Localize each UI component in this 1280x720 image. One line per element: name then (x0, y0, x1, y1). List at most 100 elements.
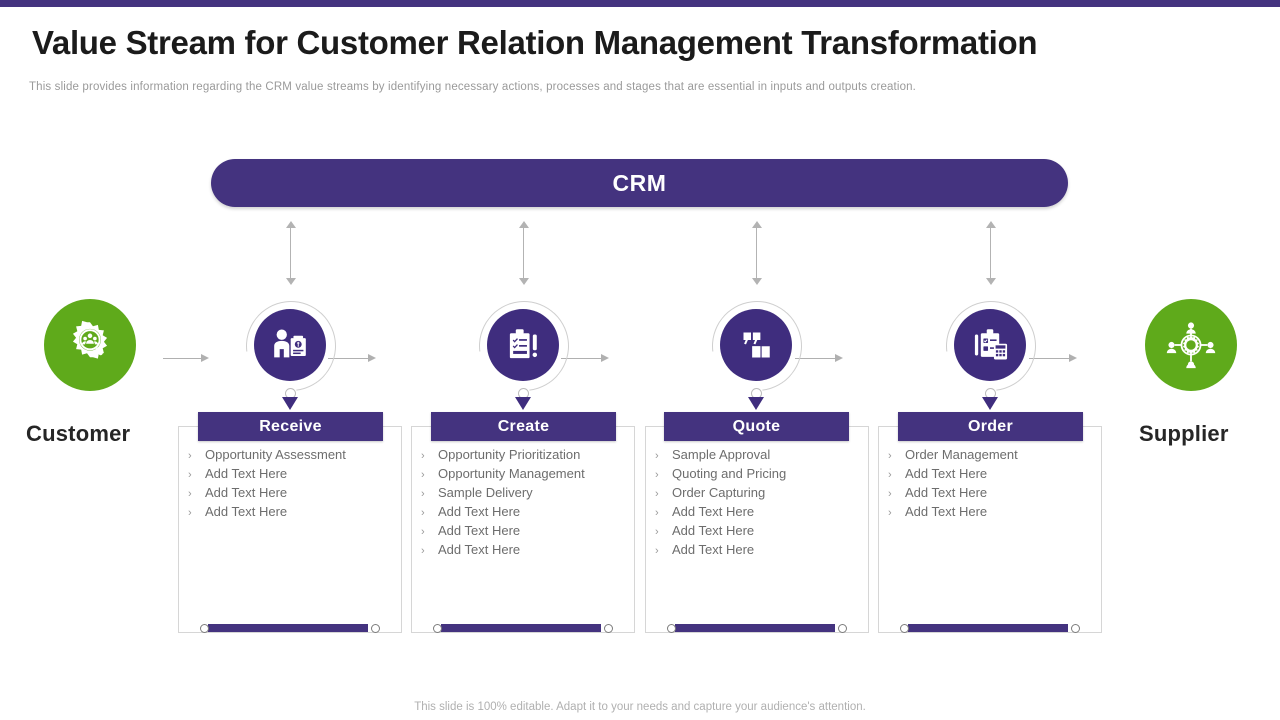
endpoint-customer-label: Customer (26, 421, 131, 446)
arrow-head-down-icon (986, 278, 996, 285)
arrow-line (163, 358, 201, 360)
progress-dot-start (900, 624, 909, 633)
create-circle (487, 309, 559, 381)
list-item: ›Add Text Here (188, 465, 402, 484)
list-item: ›Add Text Here (655, 522, 869, 541)
crm-banner[interactable]: CRM (211, 159, 1068, 207)
list-item: ›Opportunity Prioritization (421, 446, 635, 465)
stage-bullets-receive: ›Opportunity Assessment ›Add Text Here ›… (178, 446, 402, 522)
arrow-head-up-icon (752, 221, 762, 228)
connector-arrow-order-supplier (1029, 354, 1077, 363)
connector-arrow-receive-create (328, 354, 376, 363)
quotation-marks-icon (743, 332, 770, 358)
stage-card-create[interactable] (411, 426, 635, 633)
clipboard-checklist-icon (509, 329, 538, 359)
arrow-line (328, 358, 368, 360)
arrow-head-up-icon (986, 221, 996, 228)
chevron-right-icon: › (421, 488, 425, 500)
people-network-gear-icon (1166, 322, 1216, 369)
list-item: ›Add Text Here (655, 503, 869, 522)
chevron-right-icon: › (655, 450, 659, 462)
chevron-right-icon: › (421, 526, 425, 538)
arrow-line (523, 225, 525, 281)
list-item: ›Add Text Here (888, 503, 1102, 522)
receive-circle (254, 309, 326, 381)
chevron-right-icon: › (655, 507, 659, 519)
list-item: ›Order Management (888, 446, 1102, 465)
list-item: ›Add Text Here (655, 541, 869, 560)
connector-arrow-create-quote (561, 354, 609, 363)
arrow-head-down-icon (519, 278, 529, 285)
progress-dot-end (1071, 624, 1080, 633)
stage-title-quote: Quote (664, 412, 849, 441)
list-item: ›Add Text Here (421, 503, 635, 522)
connector-arrow-quote-order (795, 354, 843, 363)
endpoint-supplier-label: Supplier (1139, 421, 1229, 446)
chevron-right-icon: › (888, 469, 892, 481)
stage-card-quote[interactable] (645, 426, 869, 633)
chevron-right-icon: › (655, 545, 659, 557)
list-item: ›Quoting and Pricing (655, 465, 869, 484)
connector-arrow-customer-receive (163, 354, 209, 363)
chevron-right-icon: › (421, 507, 425, 519)
progress-dot-start (433, 624, 442, 633)
vertical-double-arrow-create (517, 221, 531, 285)
arrow-line (990, 225, 992, 281)
stage-card-receive[interactable] (178, 426, 402, 633)
supplier-circle (1145, 299, 1237, 391)
list-item: ›Add Text Here (421, 522, 635, 541)
stage-title-order: Order (898, 412, 1083, 441)
chevron-right-icon: › (188, 507, 192, 519)
arrow-line (561, 358, 601, 360)
arrow-line (756, 225, 758, 281)
page-title: Value Stream for Customer Relation Manag… (32, 24, 1038, 61)
progress-bar-create (441, 624, 601, 632)
chevron-right-icon: › (421, 469, 425, 481)
chevron-right-icon: › (888, 488, 892, 500)
person-document-icon (274, 329, 306, 358)
vertical-double-arrow-order (984, 221, 998, 285)
list-item: ›Add Text Here (421, 541, 635, 560)
arrow-head-up-icon (286, 221, 296, 228)
down-arrow-icon (515, 397, 531, 410)
chevron-right-icon: › (421, 545, 425, 557)
list-item: ›Add Text Here (188, 503, 402, 522)
down-arrow-icon (982, 397, 998, 410)
arrow-head-right-icon (601, 354, 609, 362)
quote-circle (720, 309, 792, 381)
chevron-right-icon: › (188, 488, 192, 500)
chevron-right-icon: › (888, 507, 892, 519)
list-item: ›Add Text Here (888, 484, 1102, 503)
arrow-head-right-icon (201, 354, 209, 362)
page-subtitle: This slide provides information regardin… (29, 81, 917, 93)
list-item: ›Order Capturing (655, 484, 869, 503)
stage-bullets-order: ›Order Management ›Add Text Here ›Add Te… (878, 446, 1102, 522)
list-item: ›Sample Delivery (421, 484, 635, 503)
arrow-head-right-icon (1069, 354, 1077, 362)
down-arrow-icon (748, 397, 764, 410)
stage-title-create: Create (431, 412, 616, 441)
progress-dot-start (667, 624, 676, 633)
order-circle (954, 309, 1026, 381)
vertical-double-arrow-quote (750, 221, 764, 285)
clipboard-calculator-icon (974, 329, 1008, 360)
gear-magnifier-people-icon (72, 320, 108, 359)
crm-banner-label: CRM (612, 169, 667, 196)
arrow-head-down-icon (752, 278, 762, 285)
arrow-head-up-icon (519, 221, 529, 228)
progress-dot-end (371, 624, 380, 633)
customer-circle (44, 299, 136, 391)
list-item: ›Add Text Here (888, 465, 1102, 484)
footer-note: This slide is 100% editable. Adapt it to… (414, 701, 866, 713)
progress-bar-order (908, 624, 1068, 632)
chevron-right-icon: › (655, 488, 659, 500)
chevron-right-icon: › (188, 469, 192, 481)
arrow-line (290, 225, 292, 281)
arrow-head-down-icon (286, 278, 296, 285)
stage-card-order[interactable] (878, 426, 1102, 633)
chevron-right-icon: › (888, 450, 892, 462)
chevron-right-icon: › (421, 450, 425, 462)
vertical-double-arrow-receive (284, 221, 298, 285)
list-item: ›Sample Approval (655, 446, 869, 465)
